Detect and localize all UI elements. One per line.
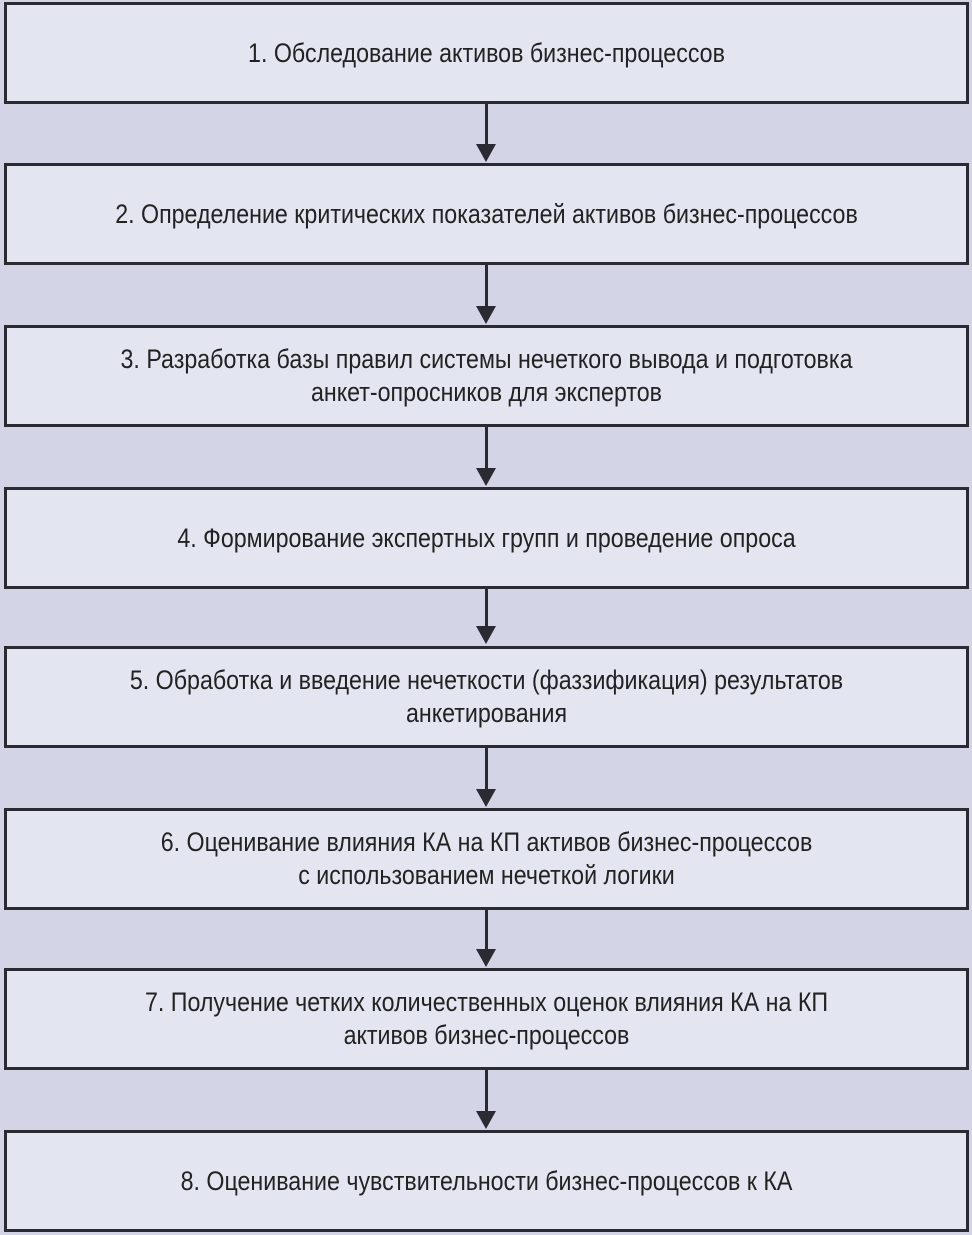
step-1-box: 1. Обследование активов бизнес-процессов [4,2,969,104]
step-label: 1. Обследование активов бизнес-процессов [248,37,725,68]
step-6-box: 6. Оценивание влияния КА на КП активов б… [4,808,969,910]
step-label: 2. Определение критических показателей а… [115,198,858,229]
step-5-box: 5. Обработка и введение нечеткости (фазз… [4,646,969,748]
arrow-down-icon [476,1070,496,1129]
step-label: 6. Оценивание влияния КА на КП активов б… [160,827,813,890]
step-8-box: 8. Оценивание чувствительности бизнес-пр… [4,1130,969,1232]
step-label: 8. Оценивание чувствительности бизнес-пр… [180,1165,793,1196]
arrow-down-icon [476,427,496,486]
step-7-box: 7. Получение четких количественных оцено… [4,968,969,1070]
arrow-down-icon [476,588,496,644]
step-4-box: 4. Формирование экспертных групп и прове… [4,487,969,589]
step-label: 4. Формирование экспертных групп и прове… [177,522,796,553]
arrow-down-icon [476,265,496,324]
step-label: 7. Получение четких количественных оцено… [144,987,829,1050]
step-2-box: 2. Определение критических показателей а… [4,163,969,265]
step-3-box: 3. Разработка базы правил системы нечетк… [4,325,969,427]
step-label: 5. Обработка и введение нечеткости (фазз… [129,665,844,728]
arrow-down-icon [476,748,496,807]
arrow-down-icon [476,910,496,967]
step-label: 3. Разработка базы правил системы нечетк… [120,344,853,407]
arrow-down-icon [476,104,496,162]
